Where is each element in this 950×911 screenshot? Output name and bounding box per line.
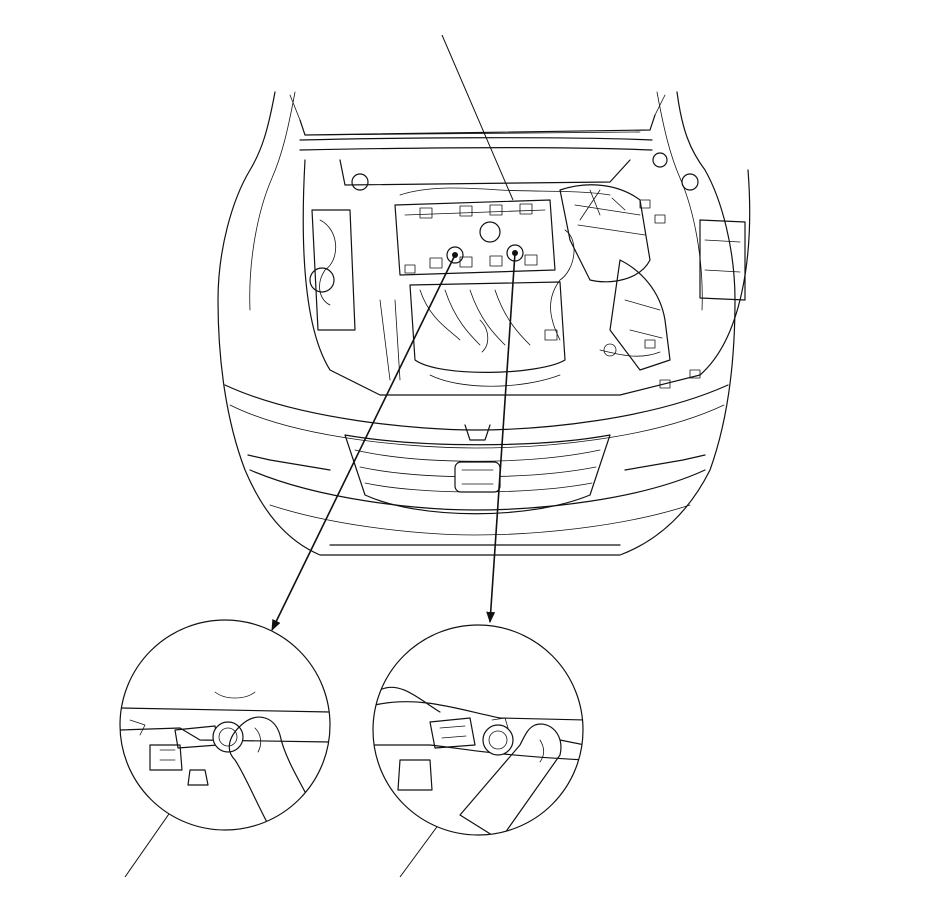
detail-view-left: [119, 619, 331, 831]
detail-view-right: [372, 624, 584, 836]
arrow-to-right-detail: [486, 252, 516, 624]
arrow-to-left-detail: [271, 254, 456, 632]
engine-bay: [302, 152, 751, 396]
leader-engine-cover: [441, 34, 514, 201]
car-body-outline: [217, 91, 736, 556]
front-grille: [344, 424, 611, 515]
